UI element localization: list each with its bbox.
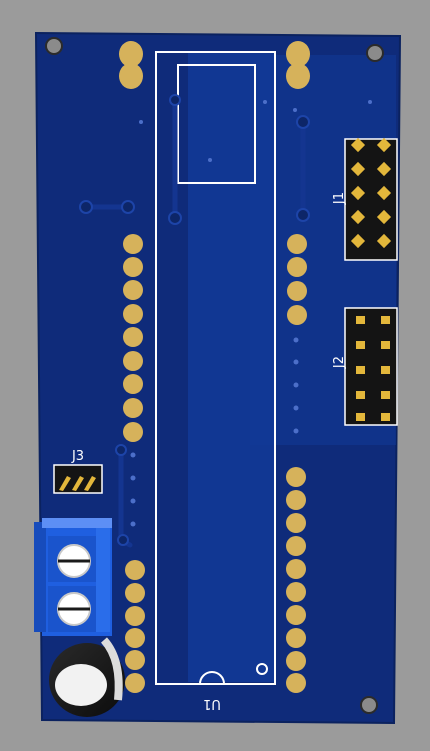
left-pad-column-lower <box>125 560 145 693</box>
screw-terminal <box>34 518 112 636</box>
electrolytic-capacitor <box>49 637 125 717</box>
ic-u1-footprint <box>155 51 276 685</box>
top-pads <box>119 41 310 89</box>
u1-label: U1 <box>203 696 221 711</box>
left-pad-column-upper <box>123 234 143 442</box>
header-j2 <box>344 307 398 426</box>
header-j1 <box>344 137 398 261</box>
small-vias <box>130 100 372 527</box>
j3-label: J3 <box>71 449 84 464</box>
mounting-hole-top-left <box>45 37 63 55</box>
vias <box>79 94 310 546</box>
mounting-hole-bottom-right <box>360 696 378 714</box>
header-j3 <box>53 464 103 494</box>
right-pad-column-upper <box>287 234 307 325</box>
mounting-holes <box>45 37 384 714</box>
right-pad-column-lower <box>286 467 306 693</box>
j2-label: J2 <box>332 356 347 369</box>
j1-label: J1 <box>332 192 347 205</box>
mounting-hole-top-right <box>366 44 384 62</box>
